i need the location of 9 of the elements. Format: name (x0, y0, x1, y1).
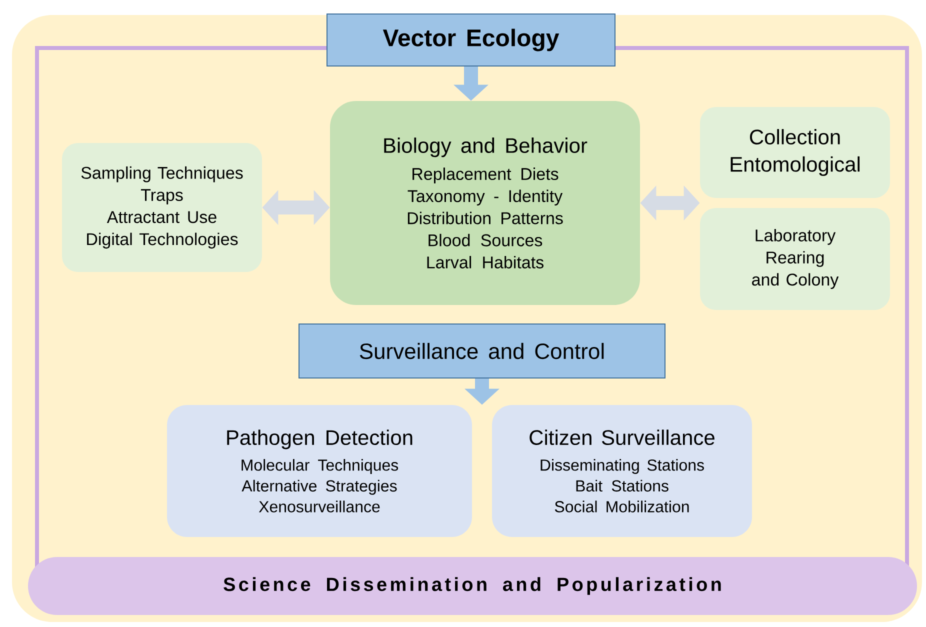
topic-box: Biology and Behavior Replacement Diets Taxonomy - Identity Distribution Patterns Blood Sources Larval Habitats (330, 101, 640, 305)
topic-box: Sampling Techniques Traps Attractant Use Digital Technologies (62, 143, 262, 272)
topic-box: Citizen Surveillance Disseminating Stations Bait Stations Social Mobilization (492, 405, 752, 537)
title-box: Vector Ecology (326, 14, 616, 66)
section-box: Surveillance and Control (298, 324, 666, 378)
topic-box: Pathogen Detection Molecular Techniques Alternative Strategies Xenosurveillance (167, 405, 472, 537)
topic-box: Collection Entomological (700, 107, 890, 198)
topic-box: Laboratory Rearing and Colony (700, 208, 890, 310)
banner: Science Dissemination and Popularization (28, 557, 917, 615)
